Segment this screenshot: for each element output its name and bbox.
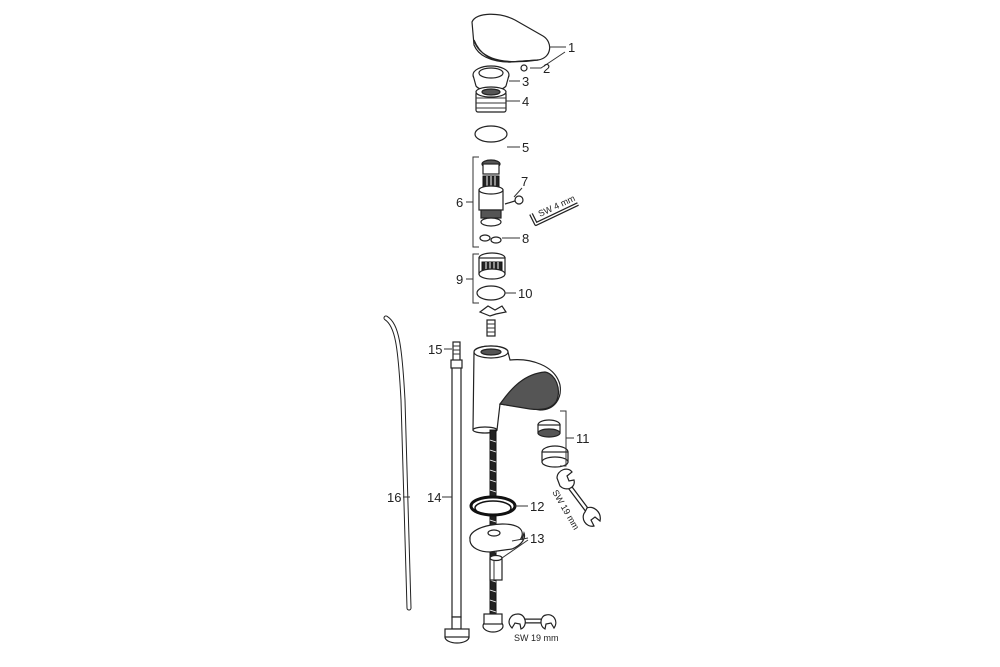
bracket <box>472 156 479 248</box>
handle-lever <box>471 13 551 63</box>
faucet-body <box>472 345 561 434</box>
part-label-11: 11 <box>576 431 590 446</box>
wrench-icon <box>508 613 557 630</box>
part-label-15: 15 <box>428 342 442 357</box>
supply-hose <box>444 341 470 644</box>
threaded-bushing <box>475 86 507 113</box>
hex-key-icon <box>529 202 579 226</box>
part-label-7: 7 <box>521 174 528 189</box>
flexible-hose <box>383 315 412 611</box>
leader-line <box>501 539 529 559</box>
part-label-12: 12 <box>530 499 544 514</box>
part-label-8: 8 <box>522 231 529 246</box>
leader-line <box>530 51 566 69</box>
mounting-nut <box>489 554 503 581</box>
set-screw <box>520 64 528 72</box>
part-label-1: 1 <box>568 40 575 55</box>
cartridge <box>478 159 504 227</box>
leader-line <box>511 537 529 542</box>
part-label-6: 6 <box>456 195 463 210</box>
o-ring <box>474 125 508 143</box>
tool-label-wrench-base: SW 19 mm <box>514 633 559 643</box>
part-label-9: 9 <box>456 272 463 287</box>
cover-ring <box>472 65 510 92</box>
clip <box>478 305 507 317</box>
wrench-icon <box>556 468 601 527</box>
part-label-16: 16 <box>387 490 401 505</box>
part-label-3: 3 <box>522 74 529 89</box>
stud-connector <box>486 319 496 337</box>
part-label-2: 2 <box>543 61 550 76</box>
check-valve <box>478 252 506 280</box>
base-gasket <box>469 495 517 517</box>
cartridge-screw <box>504 195 524 205</box>
part-label-4: 4 <box>522 94 529 109</box>
part-label-14: 14 <box>427 490 441 505</box>
aerator <box>537 419 569 468</box>
valve-o-ring <box>476 285 506 301</box>
part-label-5: 5 <box>522 140 529 155</box>
small-o-rings <box>479 234 502 244</box>
mounting-plate <box>469 523 526 553</box>
part-label-10: 10 <box>518 286 532 301</box>
part-label-13: 13 <box>530 531 544 546</box>
leader-line <box>513 187 523 198</box>
